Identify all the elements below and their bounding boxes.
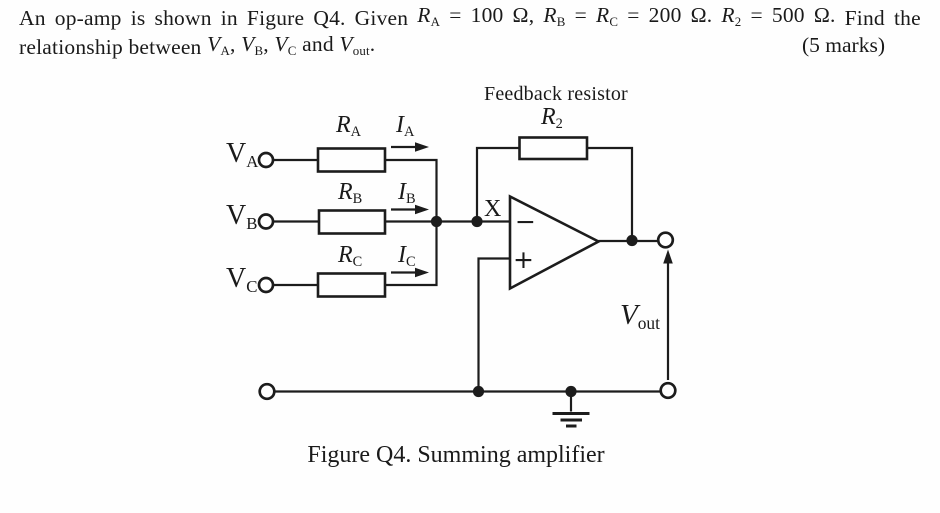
question-line1-suffix: Find the <box>835 6 921 30</box>
noninverting-input-sign: + <box>513 245 534 274</box>
vc-terminal <box>257 276 275 294</box>
x-node-label: X <box>484 196 502 222</box>
ground-junction-dot <box>565 385 577 398</box>
question-line1-prefix: An op-amp is shown in Figure Q4. Given <box>19 6 418 30</box>
junction-dots <box>430 215 638 398</box>
inverting-input-sign: − <box>515 207 536 236</box>
current-arrow-ia <box>391 142 429 152</box>
rb-label: RB <box>338 179 363 208</box>
resistor-ra-body <box>316 147 387 173</box>
vout-label: Vout <box>620 299 660 333</box>
summing-junction-dot <box>430 215 443 228</box>
x-node-dot <box>471 215 483 228</box>
figure-caption: Figure Q4. Summing amplifier <box>307 442 605 468</box>
current-arrow-ic <box>391 267 429 278</box>
vout-arrow <box>663 249 673 380</box>
question-text-line1: An op-amp is shown in Figure Q4. Given R… <box>19 3 921 31</box>
vb-terminal <box>257 213 275 230</box>
input-a-wire <box>273 147 438 222</box>
va-label: VA <box>226 138 259 171</box>
vc-label: VC <box>226 263 258 296</box>
vb-label: VB <box>226 200 258 233</box>
resistor-rb-body <box>317 209 387 235</box>
opamp-triangle <box>508 194 602 291</box>
rail-junction-dot <box>472 385 485 398</box>
terminal-circles <box>257 151 677 401</box>
feedback-resistor-title: Feedback resistor <box>484 83 628 105</box>
ia-label: IA <box>396 112 415 141</box>
voltage-variables-formula: VA, VB, VC and Vout. <box>207 32 376 58</box>
ic-label: IC <box>398 242 416 271</box>
question-text-line2: relationship between VA, VB, VC and Vout… <box>19 32 376 60</box>
rail-right-terminal <box>659 381 677 400</box>
current-arrow-ib <box>391 204 429 215</box>
va-terminal <box>257 151 275 169</box>
ra-label: RA <box>336 112 362 141</box>
given-resistor-values-formula: RA = 100 Ω, RB = RC = 200 Ω. R2 = 500 Ω. <box>417 3 836 29</box>
marks-label: (5 marks) <box>802 33 885 57</box>
feedback-loop-wire <box>475 136 634 241</box>
r2-label: R2 <box>541 104 563 133</box>
feedback-resistor-r2-body <box>518 136 589 161</box>
vout-terminal <box>656 231 675 249</box>
input-c-wire <box>273 221 438 298</box>
question-line2-prefix: relationship between <box>19 35 208 59</box>
noninverting-input-wire <box>477 257 510 392</box>
rc-label: RC <box>338 242 363 271</box>
input-b-wire <box>273 209 510 235</box>
rail-left-terminal <box>258 382 276 401</box>
ib-label: IB <box>398 179 416 208</box>
output-node-dot <box>626 234 638 247</box>
resistor-rc-body <box>316 272 387 298</box>
